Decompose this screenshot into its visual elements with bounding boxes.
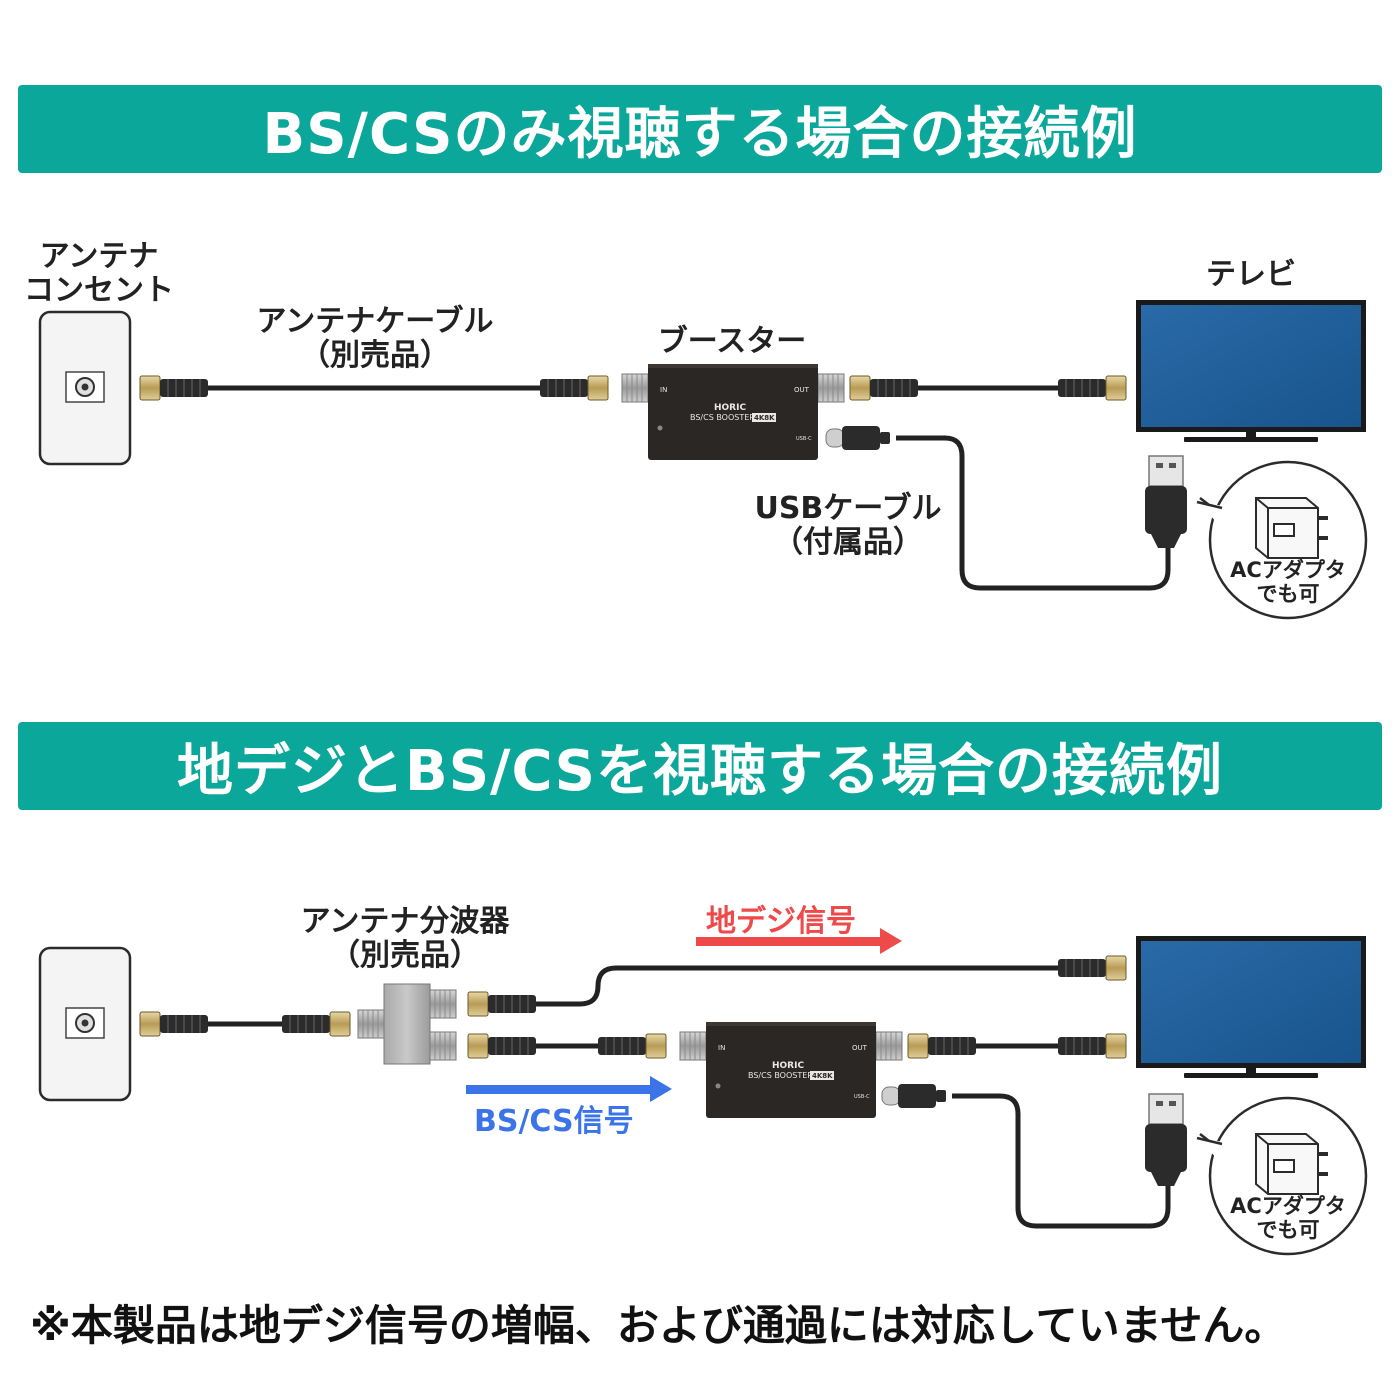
tv-label: テレビ <box>1206 257 1296 292</box>
antenna-outlet-1 <box>38 310 132 466</box>
section1-title-banner: BS/CSのみ視聴する場合の接続例 <box>18 85 1382 173</box>
section2-title-banner: 地デジとBS/CSを視聴する場合の接続例 <box>18 722 1382 810</box>
ac-adapter-label-line1: ACアダプタ <box>1230 558 1346 582</box>
coax-plug-icon <box>467 1033 537 1059</box>
booster-out-port <box>875 1031 903 1061</box>
usb-cable-1 <box>896 435 1171 591</box>
booster-out-port <box>817 373 845 403</box>
coax-plug-icon <box>849 375 919 401</box>
section2-title: 地デジとBS/CSを視聴する場合の接続例 <box>177 738 1223 804</box>
footnote: ※本製品は地デジ信号の増幅、および通過には対応していません。 <box>30 1301 1287 1350</box>
tv-icon <box>1136 936 1366 1078</box>
usb-cable-label: USBケーブル （付属品） <box>748 492 948 559</box>
booster-out-text: OUT <box>794 386 810 394</box>
ac-adapter-label-2: ACアダプタ でも可 <box>1228 1194 1348 1242</box>
booster-in-text: IN <box>718 1044 725 1052</box>
antenna-outlet-label-line1: アンテナ <box>39 239 159 274</box>
booster-out-text: OUT <box>852 1044 868 1052</box>
antenna-outlet-label: アンテナ コンセント <box>14 240 184 307</box>
coax-plug-icon <box>139 375 209 401</box>
coax-plug-icon <box>1057 375 1127 401</box>
booster-in-port <box>679 1031 707 1061</box>
section1-title: BS/CSのみ視聴する場合の接続例 <box>262 101 1138 167</box>
booster-badge: 4K8K <box>812 1072 833 1080</box>
terrestrial-signal-label: 地デジ信号 <box>706 904 856 939</box>
antenna-cable-label: アンテナケーブル （別売品） <box>240 305 510 372</box>
antenna-cable-label-line1: アンテナケーブル <box>256 304 494 339</box>
coax-plug-icon <box>1057 955 1127 981</box>
booster-brand: HORIC <box>714 403 746 413</box>
terrestrial-cable <box>520 965 1080 1007</box>
antenna-splitter-icon <box>357 983 457 1065</box>
booster-badge: 4K8K <box>754 414 775 422</box>
coax-plug-icon <box>597 1033 667 1059</box>
usb-c-plug-icon <box>881 1083 947 1109</box>
booster-model: BS/CS BOOSTER <box>748 1071 813 1080</box>
bscs-signal-label: BS/CS信号 <box>474 1104 634 1139</box>
usb-cable-label-line1: USBケーブル <box>754 491 942 526</box>
coax-plug-icon <box>907 1033 977 1059</box>
usb-cable-label-line2: （付属品） <box>773 524 923 560</box>
splitter-label-line2: （別売品） <box>330 937 480 973</box>
booster-model: BS/CS BOOSTER <box>690 413 755 422</box>
coax-plug-icon <box>1057 1033 1127 1059</box>
ac-adapter-label-line2: でも可 <box>1256 1218 1320 1243</box>
antenna-outlet-2 <box>38 946 132 1102</box>
ac-adapter-label-line2: でも可 <box>1256 582 1320 607</box>
coax-plug-icon <box>467 991 537 1017</box>
antenna-outlet-label-line2: コンセント <box>24 272 174 308</box>
terrestrial-arrow-icon <box>696 928 902 954</box>
tv-icon <box>1136 300 1366 442</box>
booster-label: ブースター <box>657 324 807 359</box>
usb-cable-2 <box>952 1093 1171 1229</box>
booster-brand: HORIC <box>772 1061 804 1071</box>
ac-adapter-label-line1: ACアダプタ <box>1230 1194 1346 1218</box>
booster-power-text: USB-C <box>854 1094 870 1100</box>
usb-a-plug-icon <box>1144 1093 1188 1187</box>
coax-plug-icon <box>539 375 609 401</box>
booster-power-text: USB-C <box>796 436 812 442</box>
bscs-arrow-icon <box>466 1076 672 1102</box>
usb-a-plug-icon <box>1144 455 1188 549</box>
coax-plug-icon <box>281 1011 351 1037</box>
splitter-label-line1: アンテナ分波器 <box>300 904 510 939</box>
booster-in-port <box>621 373 649 403</box>
usb-c-plug-icon <box>825 425 891 451</box>
antenna-cable-label-line2: （別売品） <box>300 337 450 373</box>
booster-in-text: IN <box>660 386 667 394</box>
coax-plug-icon <box>139 1011 209 1037</box>
splitter-label: アンテナ分波器 （別売品） <box>280 905 530 972</box>
ac-adapter-label-1: ACアダプタ でも可 <box>1228 558 1348 606</box>
